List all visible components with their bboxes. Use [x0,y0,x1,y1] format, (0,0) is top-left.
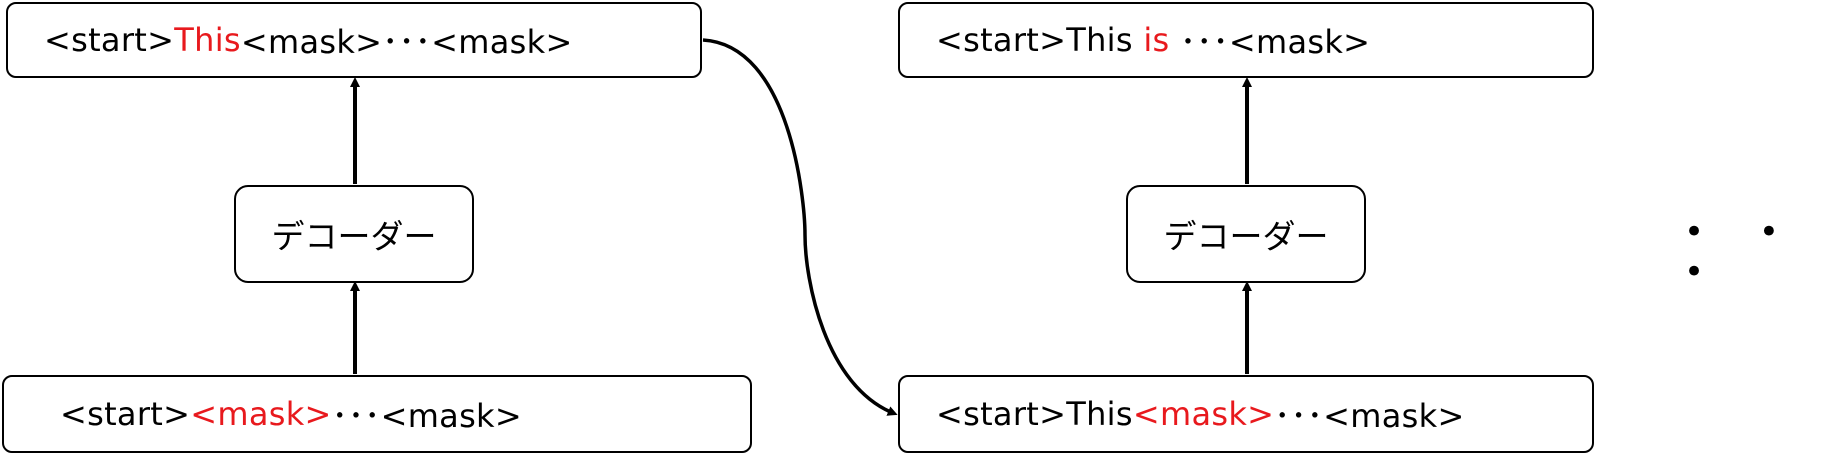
step2-output-prefix: <start>This [936,21,1144,59]
continuation-ellipsis: • • • [1684,212,1801,292]
step1-input-highlight-token: <mask> [190,395,332,433]
step1-decoder-box: デコーダー [234,185,474,283]
arrow-feedback-curve [702,38,898,416]
step2-decoder-label: デコーダー [1163,217,1329,256]
step1-input-prefix: <start> [60,395,191,433]
step2-output-highlight-token: is [1143,21,1170,59]
step2-input-suffix: ･･･<mask> [1274,397,1465,435]
step2-output-suffix: ･･･<mask> [1169,23,1371,61]
step2-input-sequence-box: <start>This<mask>･･･<mask> [898,375,1594,453]
step2-output-sequence-box: <start>This is ･･･<mask> [898,2,1594,78]
step1-output-highlight-token: This [174,21,241,59]
step1-output-prefix: <start> [44,21,175,59]
step1-decoder-label: デコーダー [271,217,437,256]
step1-input-suffix: ･･･<mask> [331,397,522,435]
step2-decoder-box: デコーダー [1126,185,1366,283]
step2-input-prefix: <start>This [936,395,1133,433]
step1-input-sequence-box: <start><mask>･･･<mask> [2,375,752,453]
step1-output-suffix: <mask>･･･<mask> [240,23,573,61]
step1-output-sequence-box: <start>This<mask>･･･<mask> [6,2,702,78]
step2-input-highlight-token: <mask> [1132,395,1275,433]
